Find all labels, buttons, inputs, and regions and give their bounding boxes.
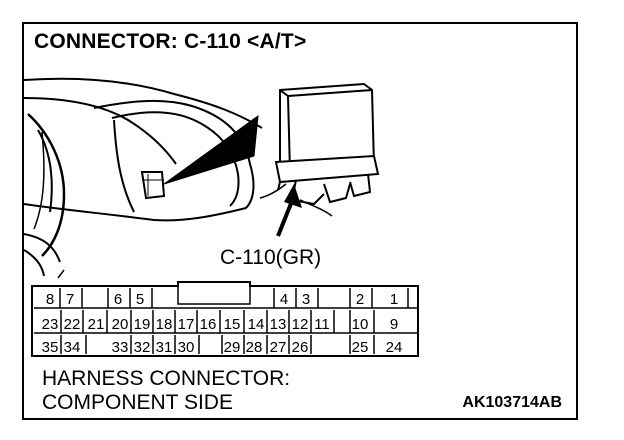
pin-number-16: 16	[200, 316, 217, 333]
pin-number-1: 1	[390, 291, 398, 308]
harness-connector	[31, 281, 419, 357]
pin-number-27: 27	[270, 339, 287, 356]
pin-number-35: 35	[42, 339, 59, 356]
connector-arrow	[276, 184, 302, 237]
pin-number-4: 4	[280, 291, 288, 308]
pin-number-21: 21	[88, 316, 105, 333]
pin-number-17: 17	[178, 316, 195, 333]
pin-number-6: 6	[114, 291, 122, 308]
pointer-tick	[57, 269, 65, 279]
caption-line-2: COMPONENT SIDE	[42, 391, 233, 414]
pin-number-25: 25	[352, 339, 369, 356]
pin-number-33: 33	[112, 339, 129, 356]
dashboard-illustration	[24, 77, 263, 277]
pin-number-5: 5	[136, 291, 144, 308]
pin-number-14: 14	[248, 316, 265, 333]
pin-number-18: 18	[156, 316, 173, 333]
diagram-title: CONNECTOR: C-110 <A/T>	[34, 30, 307, 53]
pin-number-32: 32	[134, 339, 151, 356]
pin-number-20: 20	[112, 316, 129, 333]
pin-number-10: 10	[352, 316, 369, 333]
pin-number-15: 15	[224, 316, 241, 333]
caption-line-1: HARNESS CONNECTOR:	[42, 367, 291, 390]
pin-number-13: 13	[270, 316, 287, 333]
pin-number-2: 2	[356, 291, 364, 308]
pin-number-11: 11	[314, 316, 330, 333]
pin-number-24: 24	[386, 339, 403, 356]
pin-number-29: 29	[224, 339, 241, 356]
pin-number-7: 7	[66, 291, 74, 308]
pin-number-26: 26	[292, 339, 309, 356]
callout-wedge	[163, 114, 259, 185]
figure-code: AK103714AB	[462, 394, 562, 411]
pin-number-28: 28	[246, 339, 263, 356]
pin-number-3: 3	[302, 291, 310, 308]
control-unit-illustration	[259, 82, 380, 217]
diagram-frame: CONNECTOR: C-110 <A/T>	[22, 22, 578, 420]
pin-number-19: 19	[134, 316, 151, 333]
pin-number-22: 22	[64, 316, 81, 333]
pin-number-8: 8	[46, 291, 54, 308]
pin-number-12: 12	[292, 316, 309, 333]
pin-number-34: 34	[64, 339, 81, 356]
pin-number-30: 30	[178, 339, 195, 356]
pin-number-9: 9	[390, 316, 398, 333]
pin-number-23: 23	[42, 316, 59, 333]
pin-number-31: 31	[156, 339, 173, 356]
connector-callout-label: C-110(GR)	[220, 246, 321, 269]
